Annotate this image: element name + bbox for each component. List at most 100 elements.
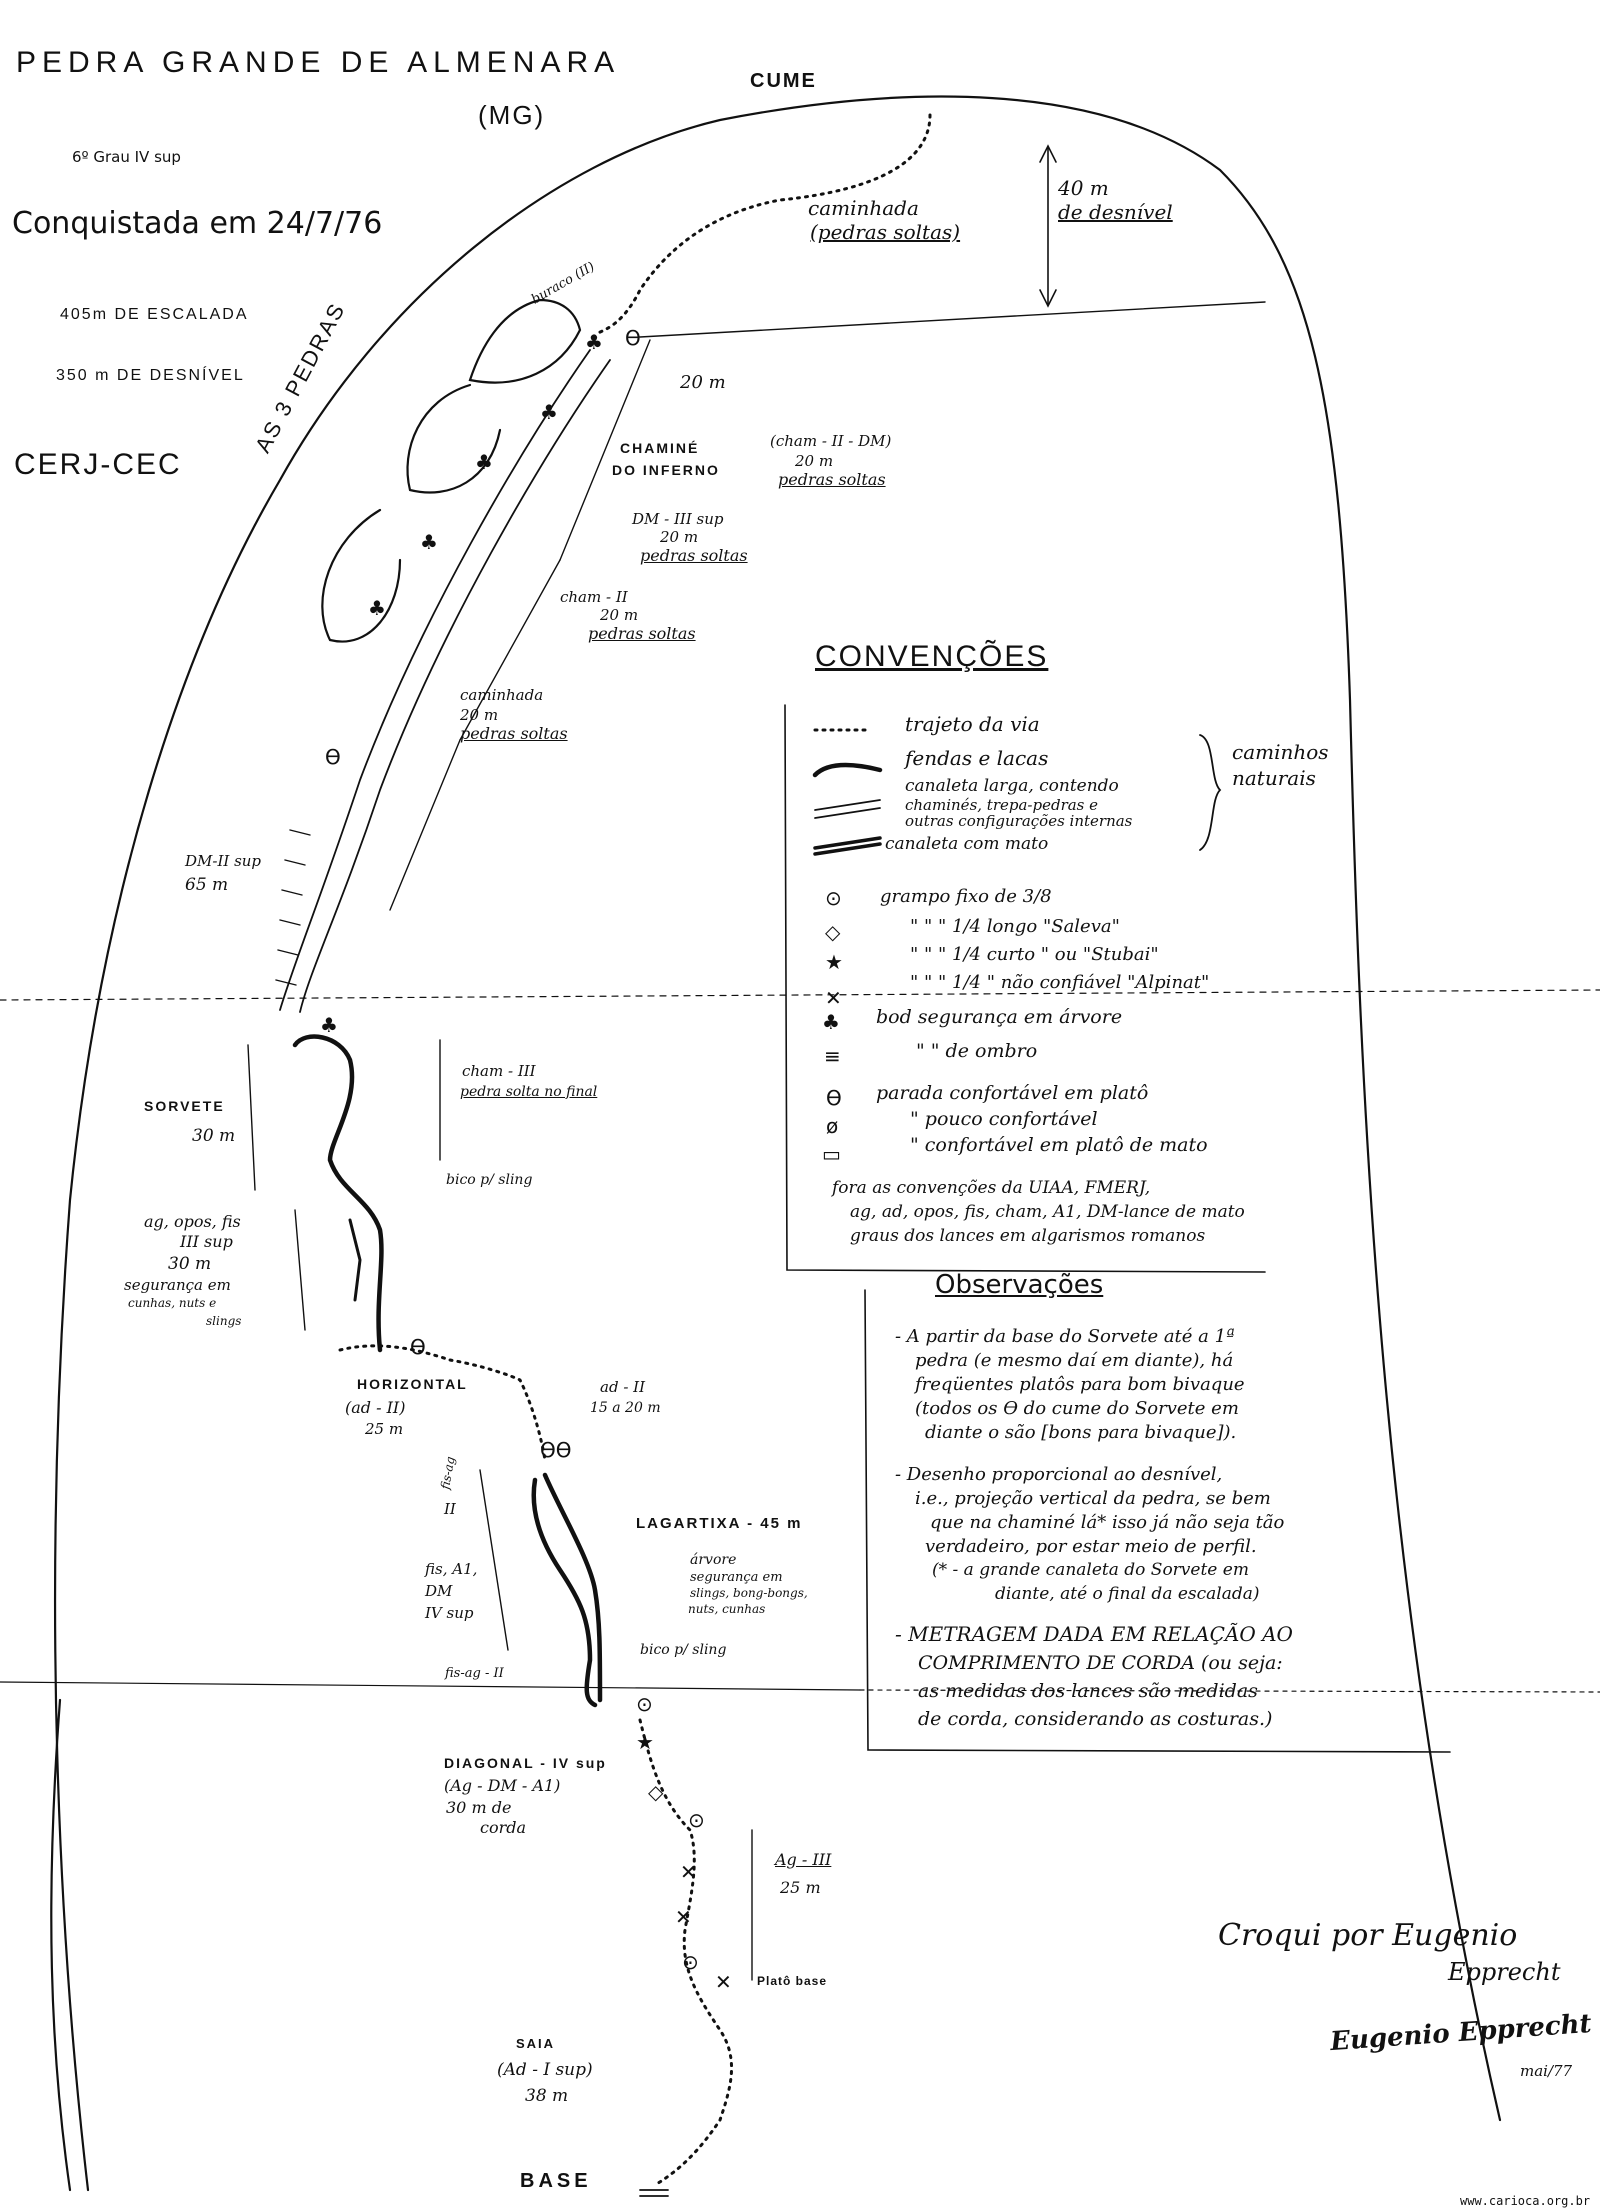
label-20m: 20 m bbox=[680, 372, 726, 393]
website-footer[interactable]: www.carioca.org.br bbox=[1460, 2194, 1591, 2208]
observation-line: verdadeiro, por estar meio de perfil. bbox=[925, 1536, 1257, 1557]
observation-line: diante, até o final da escalada) bbox=[995, 1584, 1260, 1604]
label-ag3-length: 25 m bbox=[780, 1878, 821, 1897]
observations-title: Observações bbox=[935, 1270, 1104, 1300]
label-ad2-length: 15 a 20 m bbox=[590, 1400, 661, 1416]
clubs-label: CERJ-CEC bbox=[14, 448, 182, 481]
conquest-date: Conquistada em 24/7/76 bbox=[12, 206, 383, 241]
label-fis-a1-grade: IV sup bbox=[425, 1604, 474, 1622]
summit-walk: caminhada bbox=[808, 196, 919, 220]
observation-line: i.e., projeção vertical da pedra, se bem bbox=[915, 1488, 1271, 1509]
canaleta-left bbox=[279, 349, 591, 1011]
summit-arrow-head-top bbox=[1039, 144, 1057, 163]
observation-line: de corda, considerando as costuras.) bbox=[918, 1708, 1273, 1730]
label-dm3-stones: pedras soltas bbox=[640, 546, 748, 565]
observation-line: as medidas dos lances são medidas bbox=[918, 1680, 1258, 1702]
label-walk20-stones: pedras soltas bbox=[460, 724, 568, 743]
diamond-bolt-icon: ◇ bbox=[648, 1780, 664, 1804]
legend-hatched bbox=[813, 836, 882, 856]
credit-author-surname: Epprecht bbox=[1448, 1958, 1561, 1986]
label-horizontal: HORIZONTAL bbox=[357, 1376, 468, 1392]
label-dm2-length: 65 m bbox=[185, 875, 229, 895]
cross-bolt-icon: ✕ bbox=[825, 986, 842, 1010]
label-chamine-inferno: DO INFERNO bbox=[612, 462, 720, 478]
legend-item-cracks: fendas e lacas bbox=[905, 746, 1049, 770]
legend-item-canaleta: canaleta larga, contendo bbox=[905, 776, 1119, 796]
legend-note-2: ag, ad, opos, fis, cham, A1, DM-lance de… bbox=[850, 1202, 1245, 1222]
ref-line-base bbox=[859, 1689, 1600, 1693]
bolt-icon: ⊙ bbox=[682, 1950, 699, 1974]
legend-item-mato: canaleta com mato bbox=[885, 834, 1049, 854]
label-walk20: caminhada bbox=[460, 686, 544, 704]
label-fis-ag-grade: II bbox=[444, 1500, 456, 1518]
legend-brace bbox=[1199, 734, 1222, 851]
label-horizontal-length: 25 m bbox=[365, 1420, 404, 1438]
legend-pin-unreliable: " " " 1/4 " não confiável "Alpinat" bbox=[910, 972, 1210, 993]
summit-walk-stones: (pedras soltas) bbox=[810, 220, 961, 244]
legend-double-2 bbox=[814, 807, 881, 819]
route-dotted-lower bbox=[638, 1718, 734, 2187]
stone-2 bbox=[406, 383, 502, 494]
grade-label: 6º Grau IV sup bbox=[72, 148, 181, 166]
stop-icon: ϴ bbox=[625, 326, 641, 350]
tree-belay-icon: ♣ bbox=[368, 596, 386, 620]
bolt-icon: ⊙ bbox=[688, 1808, 705, 1832]
summit-label: CUME bbox=[750, 70, 817, 92]
legend-brace-label: caminhos bbox=[1232, 740, 1329, 764]
legend-pin-fixed: grampo fixo de 3/8 bbox=[880, 886, 1052, 907]
observation-line: - Desenho proporcional ao desnível, bbox=[895, 1464, 1223, 1485]
label-ag-protection: segurança em bbox=[124, 1276, 231, 1294]
label-plato-base: Platô base bbox=[757, 1974, 828, 1988]
label-saia-grade: (Ad - I sup) bbox=[497, 2060, 593, 2080]
crack-lagartixa-right bbox=[542, 1472, 603, 1703]
label-cham3-note: pedra solta no final bbox=[460, 1084, 598, 1100]
label-ag-grade: III sup bbox=[180, 1232, 233, 1251]
bolt-icon: ⊙ bbox=[636, 1692, 653, 1716]
arrow-20m-3 bbox=[389, 739, 461, 911]
bolt-icon: ⊙ bbox=[825, 886, 842, 910]
label-dm3-length: 20 m bbox=[660, 528, 699, 546]
arrow-20m-1 bbox=[559, 339, 651, 561]
observation-line: - A partir da base do Sorvete até a 1ª bbox=[895, 1326, 1235, 1347]
label-diagonal-length: 30 m de bbox=[446, 1798, 512, 1817]
summit-height: 40 m bbox=[1058, 176, 1109, 200]
elevation: 350 m DE DESNÍVEL bbox=[56, 367, 245, 384]
label-arvore-protection: segurança em bbox=[690, 1570, 783, 1585]
observation-line: diante o são [bons para bivaque]). bbox=[925, 1422, 1237, 1443]
label-fis-ag2: fis-ag - II bbox=[445, 1666, 504, 1681]
legend-box bbox=[784, 704, 1266, 1273]
label-dm2: DM-II sup bbox=[185, 852, 262, 870]
legend-pin-long: " " " 1/4 longo "Saleva" bbox=[910, 916, 1120, 937]
legend-item-canaleta-3: outras configurações internas bbox=[905, 812, 1133, 830]
legend-belay-tree: bod segurança em árvore bbox=[876, 1006, 1123, 1028]
route-dotted-horizontal bbox=[338, 1344, 547, 1462]
diamond-bolt-icon: ◇ bbox=[825, 920, 841, 944]
label-cham2-length: 20 m bbox=[600, 606, 639, 624]
stone-3 bbox=[321, 508, 402, 643]
observation-line: COMPRIMENTO DE CORDA (ou seja: bbox=[918, 1652, 1283, 1674]
arrow-sorvete bbox=[247, 1044, 256, 1191]
observation-line: que na chaminé lá* isso já não seja tão bbox=[930, 1512, 1285, 1533]
stop-icon: ϴ bbox=[826, 1086, 842, 1110]
label-saia: SAIA bbox=[516, 2036, 556, 2051]
crack-sorvete-2 bbox=[348, 1218, 362, 1302]
label-walk20-length: 20 m bbox=[460, 706, 499, 724]
legend-stop-comfortable: parada confortável em platô bbox=[876, 1082, 1149, 1104]
stop-icon: ϴ bbox=[325, 745, 341, 769]
label-arvore-protection-2: slings, bong-bongs, bbox=[690, 1586, 808, 1600]
label-arvore-protection-3: nuts, cunhas bbox=[688, 1602, 766, 1616]
arrow-lagartixa bbox=[479, 1469, 509, 1651]
legend-double-1 bbox=[814, 799, 881, 811]
legend-stop-uncomfortable: " pouco confortável bbox=[910, 1108, 1098, 1130]
stone-1 bbox=[468, 298, 582, 384]
label-cham3: cham - III bbox=[462, 1062, 536, 1080]
stop-grass-icon: ▭ bbox=[822, 1142, 841, 1166]
observations-box bbox=[864, 1289, 1451, 1753]
summit-arrow-head-bottom bbox=[1039, 289, 1057, 308]
star-bolt-icon: ★ bbox=[636, 1730, 654, 1754]
ref-line-mid bbox=[0, 989, 1600, 1001]
label-dm3: DM - III sup bbox=[632, 510, 724, 528]
crack-lagartixa-left bbox=[531, 1477, 598, 1708]
label-arvore: árvore bbox=[690, 1552, 737, 1568]
stop-icon: ϴ bbox=[410, 1335, 426, 1359]
